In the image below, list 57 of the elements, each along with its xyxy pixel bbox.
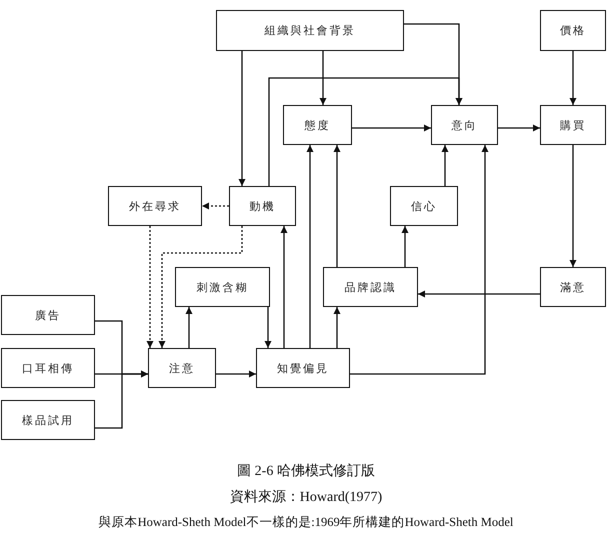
concept-box bbox=[148, 348, 216, 388]
arrow bbox=[570, 145, 576, 267]
concept-box bbox=[1, 348, 95, 388]
arrow bbox=[570, 51, 576, 105]
concept-box bbox=[175, 267, 270, 307]
arrow bbox=[498, 124, 540, 132]
box-label: 品牌認識 bbox=[344, 280, 396, 294]
arrow bbox=[216, 370, 256, 378]
concept-box bbox=[1, 400, 95, 440]
arrow bbox=[268, 77, 462, 186]
concept-box bbox=[540, 105, 606, 145]
concept-box bbox=[540, 10, 606, 51]
concept-box bbox=[1, 295, 95, 335]
arrow bbox=[306, 145, 314, 348]
box-label: 外在尋求 bbox=[129, 198, 181, 214]
arrow bbox=[264, 307, 272, 348]
concept-box bbox=[390, 186, 458, 226]
concept-box bbox=[108, 186, 202, 226]
box-label: 意向 bbox=[452, 118, 478, 132]
arrow bbox=[186, 307, 192, 348]
box-label: 廣告 bbox=[35, 308, 61, 322]
concept-box bbox=[283, 105, 352, 145]
arrow bbox=[402, 226, 408, 267]
dotted-arrow bbox=[202, 202, 229, 210]
arrow bbox=[334, 307, 340, 348]
box-label: 樣品試用 bbox=[22, 412, 74, 428]
concept-box bbox=[540, 267, 606, 307]
box-label: 購買 bbox=[560, 118, 586, 132]
box-label: 口耳相傳 bbox=[22, 360, 74, 376]
concept-box bbox=[256, 348, 350, 388]
box-label: 信心 bbox=[411, 198, 437, 214]
figure-caption: 圖 2-6 哈佛模式修訂版 bbox=[237, 464, 375, 479]
arrow bbox=[320, 51, 326, 105]
concept-box bbox=[323, 267, 418, 307]
arrow bbox=[350, 145, 488, 375]
dotted-arrow bbox=[146, 226, 154, 348]
box-label: 價格 bbox=[560, 23, 586, 38]
box-label: 動機 bbox=[250, 198, 276, 214]
arrow bbox=[238, 51, 246, 186]
box-label: 組織與社會背景 bbox=[264, 23, 356, 38]
arrow bbox=[352, 124, 431, 132]
note-text: 與原本Howard-Sheth Model不一樣的是:1969年所構建的Howard-Sheth Model bbox=[98, 515, 514, 529]
arrow bbox=[95, 370, 148, 429]
concept-box bbox=[431, 105, 498, 145]
arrow bbox=[280, 226, 288, 348]
concept-box bbox=[229, 186, 296, 226]
box-label: 知覺偏見 bbox=[277, 360, 329, 376]
box-label: 注意 bbox=[169, 360, 195, 376]
arrow bbox=[418, 290, 540, 298]
box-label: 刺激含糊 bbox=[196, 280, 248, 294]
box-label: 滿意 bbox=[560, 280, 586, 294]
arrow bbox=[334, 145, 340, 267]
concept-box bbox=[216, 10, 404, 51]
source-text: 資料來源：Howard(1977) bbox=[230, 490, 382, 505]
box-label: 態度 bbox=[304, 118, 330, 132]
arrow bbox=[442, 145, 448, 186]
dotted-arrow bbox=[158, 226, 243, 348]
